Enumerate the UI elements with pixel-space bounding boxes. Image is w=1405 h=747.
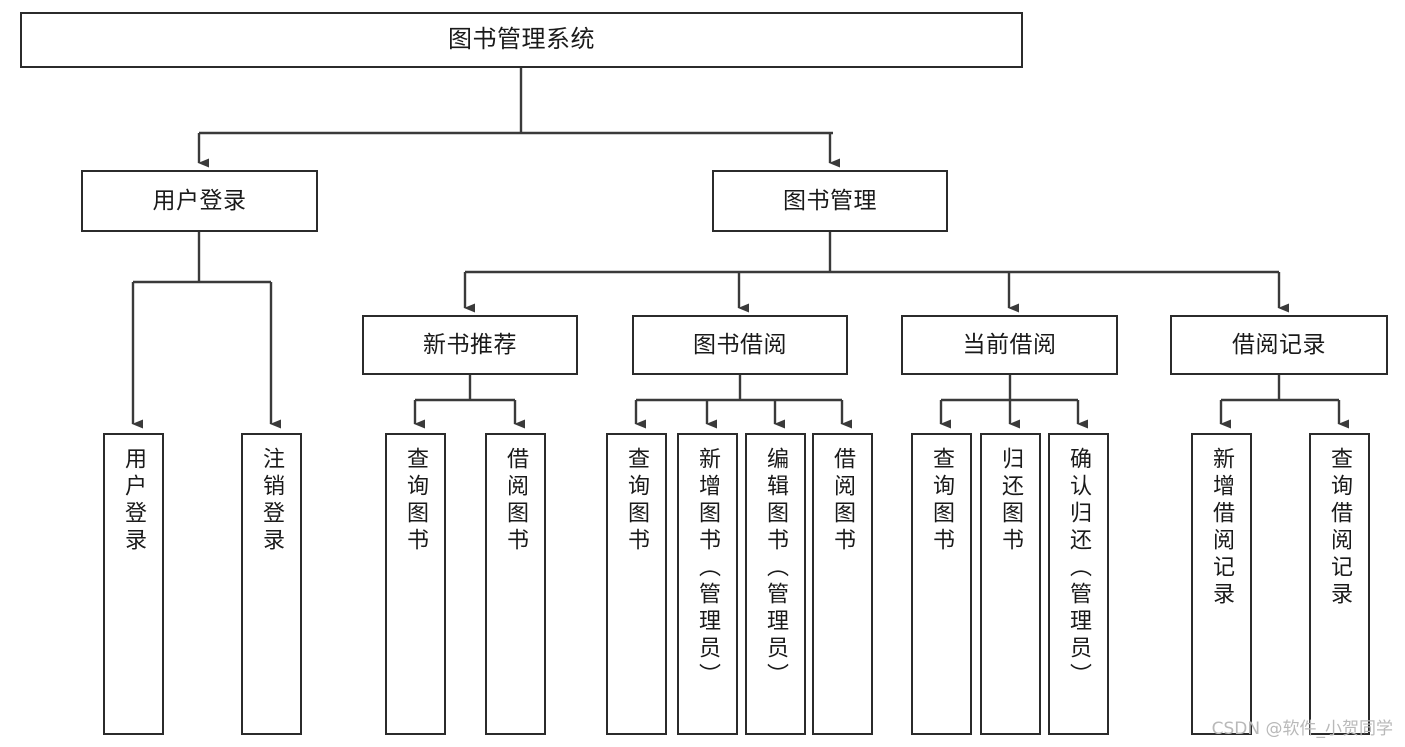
node-label: 编辑图书（管理员） [763, 447, 789, 690]
node-leaf-add-borrow-record[interactable]: 新增借阅记录 [1191, 433, 1252, 735]
node-label: 确认归还（管理员） [1066, 447, 1092, 690]
node-current-borrow[interactable]: 当前借阅 [901, 315, 1118, 375]
node-root-system[interactable]: 图书管理系统 [20, 12, 1023, 68]
node-label: 当前借阅 [962, 331, 1057, 358]
node-label: 查询图书 [624, 447, 650, 555]
node-label: 新增借阅记录 [1209, 447, 1235, 609]
node-label: 新书推荐 [423, 331, 517, 358]
node-label: 借阅记录 [1232, 331, 1326, 358]
node-leaf-borrow-book-recommend[interactable]: 借阅图书 [485, 433, 546, 735]
watermark-text: CSDN @软件_小贺同学 [1211, 719, 1393, 739]
node-label: 图书管理 [783, 187, 877, 214]
node-label: 用户登录 [152, 187, 247, 214]
node-borrow-record[interactable]: 借阅记录 [1170, 315, 1388, 375]
node-user-login[interactable]: 用户登录 [81, 170, 318, 232]
node-leaf-add-book[interactable]: 新增图书（管理员） [677, 433, 738, 735]
node-label: 图书管理系统 [448, 25, 595, 54]
node-label: 归还图书 [998, 447, 1024, 555]
node-label: 借阅图书 [503, 447, 529, 555]
node-book-management[interactable]: 图书管理 [712, 170, 948, 232]
node-label: 注销登录 [259, 447, 285, 555]
node-leaf-borrow-book[interactable]: 借阅图书 [812, 433, 873, 735]
node-leaf-query-book-recommend[interactable]: 查询图书 [385, 433, 446, 735]
node-leaf-query-book-current[interactable]: 查询图书 [911, 433, 972, 735]
node-label: 查询图书 [403, 447, 429, 555]
node-book-borrow[interactable]: 图书借阅 [632, 315, 848, 375]
node-label: 借阅图书 [830, 447, 856, 555]
node-label: 图书借阅 [693, 331, 787, 358]
node-leaf-return-book[interactable]: 归还图书 [980, 433, 1041, 735]
node-label: 查询借阅记录 [1327, 447, 1353, 609]
node-leaf-confirm-return[interactable]: 确认归还（管理员） [1048, 433, 1109, 735]
node-label: 新增图书（管理员） [695, 447, 721, 690]
node-label: 用户登录 [121, 447, 147, 555]
node-leaf-user-logout[interactable]: 注销登录 [241, 433, 302, 735]
node-leaf-query-borrow-record[interactable]: 查询借阅记录 [1309, 433, 1370, 735]
node-leaf-query-book-borrow[interactable]: 查询图书 [606, 433, 667, 735]
node-leaf-edit-book[interactable]: 编辑图书（管理员） [745, 433, 806, 735]
node-leaf-user-login[interactable]: 用户登录 [103, 433, 164, 735]
node-label: 查询图书 [929, 447, 955, 555]
node-new-book-recommend[interactable]: 新书推荐 [362, 315, 578, 375]
